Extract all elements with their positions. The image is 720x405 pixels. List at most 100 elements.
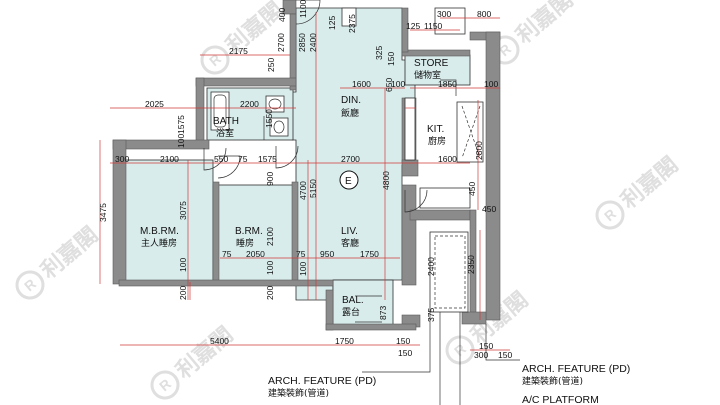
dim-text: 1750 <box>335 336 354 346</box>
door-swing <box>275 145 299 169</box>
dimension-texts-vertical: 400 2700 1100 2850 2400 125 2375 325 250… <box>98 0 484 322</box>
label-kit-cn: 廚房 <box>428 135 446 147</box>
dim-text: 2700 <box>341 154 360 164</box>
dim-text: 150 <box>479 341 493 351</box>
dim-text: 873 <box>378 306 388 320</box>
dim-text: 2200 <box>240 99 259 109</box>
wall-segment <box>461 311 487 325</box>
dim-text: 1100 <box>298 0 308 18</box>
dim-text: 100 <box>178 258 188 272</box>
dim-text: 5400 <box>210 336 229 346</box>
note-arch-left-cn: 建築裝飾(管道) <box>268 387 329 399</box>
dim-text: 1600 <box>352 79 371 89</box>
watermark-text: 利嘉閣 <box>616 152 683 214</box>
dim-text: 75 <box>238 154 248 164</box>
dim-text: 1575 <box>258 154 277 164</box>
kitchen-cabinet <box>456 101 484 163</box>
label-din-cn: 飯廳 <box>341 107 359 119</box>
door-swing <box>295 0 321 25</box>
door-leaf <box>440 79 457 96</box>
dim-text: 2400 <box>308 33 318 52</box>
dim-text: 75 <box>222 249 232 259</box>
walls <box>112 0 501 331</box>
wall-segment <box>289 13 297 91</box>
dim-text: 300 <box>437 9 451 19</box>
room-fills <box>124 7 471 326</box>
dim-text: 200 <box>178 286 188 300</box>
dim-text: 4700 <box>298 181 308 200</box>
label-bal-en: BAL. <box>342 295 364 306</box>
watermark-text: 利嘉閣 <box>511 0 578 49</box>
note-arch-left-en: ARCH. FEATURE (PD) <box>268 375 376 387</box>
label-liv-cn: 客廳 <box>341 237 359 249</box>
dim-text: 5150 <box>308 179 318 198</box>
leader-lines <box>362 312 520 405</box>
door-swing <box>217 155 241 179</box>
watermark-logo-circle <box>200 45 230 75</box>
kitchen-counter <box>404 97 416 161</box>
watermark-logo-circle <box>445 335 475 365</box>
dim-text: 100 <box>265 261 275 275</box>
wall-segment <box>401 49 471 57</box>
dim-text: 1850 <box>438 79 457 89</box>
dim-text: 2375 <box>347 14 357 33</box>
flat-marker-circle <box>339 170 359 190</box>
dim-text: 150 <box>386 52 396 66</box>
wall-segment <box>401 7 409 53</box>
bathtub-inner <box>213 94 227 128</box>
dim-text: 100 <box>298 262 308 276</box>
label-kit-en: KIT. <box>427 124 444 135</box>
wall-segment <box>195 77 297 87</box>
dim-text: 150 <box>398 348 412 358</box>
dim-text: 250 <box>266 58 276 72</box>
dim-text: 1550 <box>264 109 274 128</box>
label-bal-cn: 露台 <box>342 306 360 318</box>
leader-line-right <box>485 324 520 361</box>
watermark-logo-letter: R <box>21 276 39 295</box>
note-arch-right-cn: 建築裝飾(管道) <box>522 375 583 387</box>
dim-text: 100 <box>391 79 405 89</box>
dimension-texts: 300 800 125 1150 2175 1600 100 1850 100 … <box>115 9 512 360</box>
notes: ARCH. FEATURE (PD) 建築裝飾(管道) ARCH. FEATUR… <box>268 363 630 405</box>
dim-text: 325 <box>374 46 384 60</box>
wall-segment <box>282 0 297 15</box>
dim-text: 2100 <box>265 227 275 246</box>
dim-text: 125 <box>327 16 337 30</box>
note-arch-right-en: ARCH. FEATURE (PD) <box>522 363 630 375</box>
dim-text: 950 <box>320 249 334 259</box>
watermark-text: 利嘉閣 <box>36 222 103 284</box>
wall-segment <box>401 184 417 286</box>
dim-text: 2350 <box>466 255 476 274</box>
note-ac-platform: A/C PLATFORM <box>522 394 599 405</box>
label-store-cn: 儲物室 <box>414 69 441 81</box>
watermark-logo-circle <box>15 270 45 300</box>
wall-segment <box>212 181 220 283</box>
wall-segment <box>195 77 205 143</box>
dim-text: 550 <box>214 154 228 164</box>
dim-text: 2400 <box>426 257 436 276</box>
dim-text: 1150 <box>424 21 443 31</box>
label-din-en: DIN. <box>341 95 361 106</box>
wall-segment <box>118 279 334 287</box>
wall-segment <box>401 159 419 177</box>
dim-text: 400 <box>277 8 287 22</box>
store-room <box>404 54 471 86</box>
watermark-logo-letter: R <box>206 51 224 70</box>
dim-text: 200 <box>265 286 275 300</box>
label-bath-cn: 浴室 <box>216 127 234 139</box>
dimension-lines <box>99 12 510 351</box>
dim-text: 100 <box>176 134 186 148</box>
door-swing <box>404 189 428 213</box>
column-marker <box>341 7 357 27</box>
balcony <box>332 279 394 326</box>
watermark-logo-letter: R <box>156 376 174 395</box>
dim-text: 300 <box>115 154 129 164</box>
kitchen-appliance <box>419 187 471 209</box>
dim-text: 1750 <box>360 249 379 259</box>
dim-text: 125 <box>406 21 420 31</box>
room-labels: STORE 儲物室 DIN. 飯廳 BATH 浴室 KIT. 廚房 M.B.RM… <box>140 58 449 318</box>
label-mbrm-cn: 主人睡房 <box>141 237 177 249</box>
wall-segment <box>485 31 501 321</box>
dim-text: 1600 <box>438 154 457 164</box>
